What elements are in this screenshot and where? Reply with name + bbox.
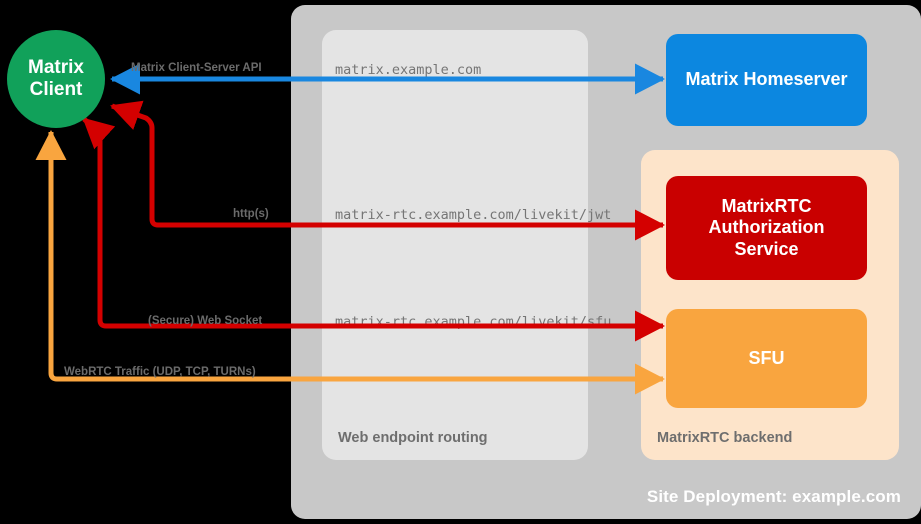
connection-label-https: http(s) [233,208,269,220]
matrixrtc-backend-label: MatrixRTC backend [657,430,793,446]
sfu-label: SFU [748,347,785,368]
site-deployment-label: Site Deployment: example.com [646,487,901,506]
connection-label-client-server-api: Matrix Client-Server API [131,62,262,74]
authorization-service-label-line1: MatrixRTC [721,195,812,216]
endpoint-url-matrix-cs: matrix.example.com [335,62,482,78]
authorization-service-label-line3: Service [734,238,799,259]
connection-label-websocket: (Secure) Web Socket [148,315,263,327]
authorization-service-label-block: MatrixRTC Authorization Service [709,196,825,261]
node-matrixrtc-authorization-service[interactable]: MatrixRTC Authorization Service [666,176,867,280]
node-sfu[interactable]: SFU [666,309,867,408]
endpoint-url-livekit-jwt: matrix-rtc.example.com/livekit/jwt [335,207,612,223]
matrix-client-label-line1: Matrix [28,56,84,78]
node-matrix-client[interactable]: Matrix Client [7,30,105,128]
web-endpoint-routing-label: Web endpoint routing [338,430,488,446]
matrix-client-label-line2: Client [29,79,83,100]
connection-label-webrtc: WebRTC Traffic (UDP, TCP, TURNs) [64,366,256,378]
endpoint-url-livekit-sfu: matrix-rtc.example.com/livekit/sfu [335,314,612,330]
matrix-homeserver-label: Matrix Homeserver [685,69,848,90]
web-endpoint-routing-container: Web endpoint routing [322,30,588,460]
authorization-service-label-line2: Authorization [708,217,825,238]
node-matrix-homeserver[interactable]: Matrix Homeserver [666,34,867,126]
